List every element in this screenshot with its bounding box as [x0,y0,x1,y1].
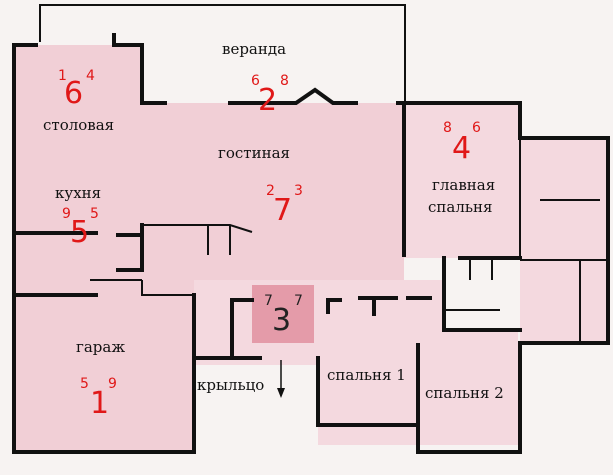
marker-veranda: 6 2 8 [251,73,289,118]
marker-center-num: 3 [272,303,291,338]
hall-fill [194,280,444,365]
marker-veranda-b: 8 [280,73,289,89]
room-fills [14,45,610,452]
marker-dining-b: 4 [86,68,95,84]
label-bedroom-1: спальня 1 [327,366,406,384]
marker-living-a: 2 [266,183,275,199]
marker-kitchen-b: 5 [90,206,99,222]
marker-garage-b: 9 [108,376,117,392]
label-master-1: главная [432,176,495,194]
walls [12,33,610,454]
garage-fill [14,295,194,452]
label-kitchen: кухня [55,184,101,202]
label-master-2: спальня [428,198,493,216]
marker-dining-num: 6 [64,76,83,111]
veranda-outline [39,4,406,103]
marker-center: 7 3 7 [264,293,303,338]
marker-living-b: 3 [294,183,303,199]
marker-kitchen-a: 9 [62,206,71,222]
center-highlight [252,285,314,343]
bedroom1-fill [318,355,418,445]
marker-veranda-a: 6 [251,73,260,89]
label-living: гостиная [218,144,290,162]
marker-master: 8 4 6 [443,120,481,166]
porch-arrow-icon [277,360,285,398]
marker-master-a: 8 [443,120,452,136]
label-porch: крыльцо [197,376,264,394]
marker-veranda-num: 2 [258,83,277,118]
closet-fill [520,138,610,343]
dining-kitchen-fill [14,45,142,300]
label-veranda: веранда [222,40,286,58]
marker-dining-a: 1 [58,68,67,84]
marker-garage-num: 1 [90,386,109,421]
master-bedroom-fill [404,103,522,258]
marker-center-a: 7 [264,293,273,309]
marker-kitchen: 9 5 5 [62,206,99,250]
marker-garage-a: 5 [80,376,89,392]
marker-master-b: 6 [472,120,481,136]
marker-center-b: 7 [294,293,303,309]
living-fill [142,103,404,298]
marker-master-num: 4 [452,131,471,166]
marker-garage: 5 1 9 [80,376,117,421]
marker-kitchen-num: 5 [70,215,89,250]
marker-living-num: 7 [273,193,292,228]
marker-living: 2 7 3 [266,183,303,228]
label-dining: столовая [43,116,114,134]
bedroom2-fill [418,330,518,445]
label-bedroom-2: спальня 2 [425,384,504,402]
interior-lines [90,138,608,343]
marker-dining: 1 6 4 [58,68,95,111]
label-garage: гараж [76,338,125,356]
